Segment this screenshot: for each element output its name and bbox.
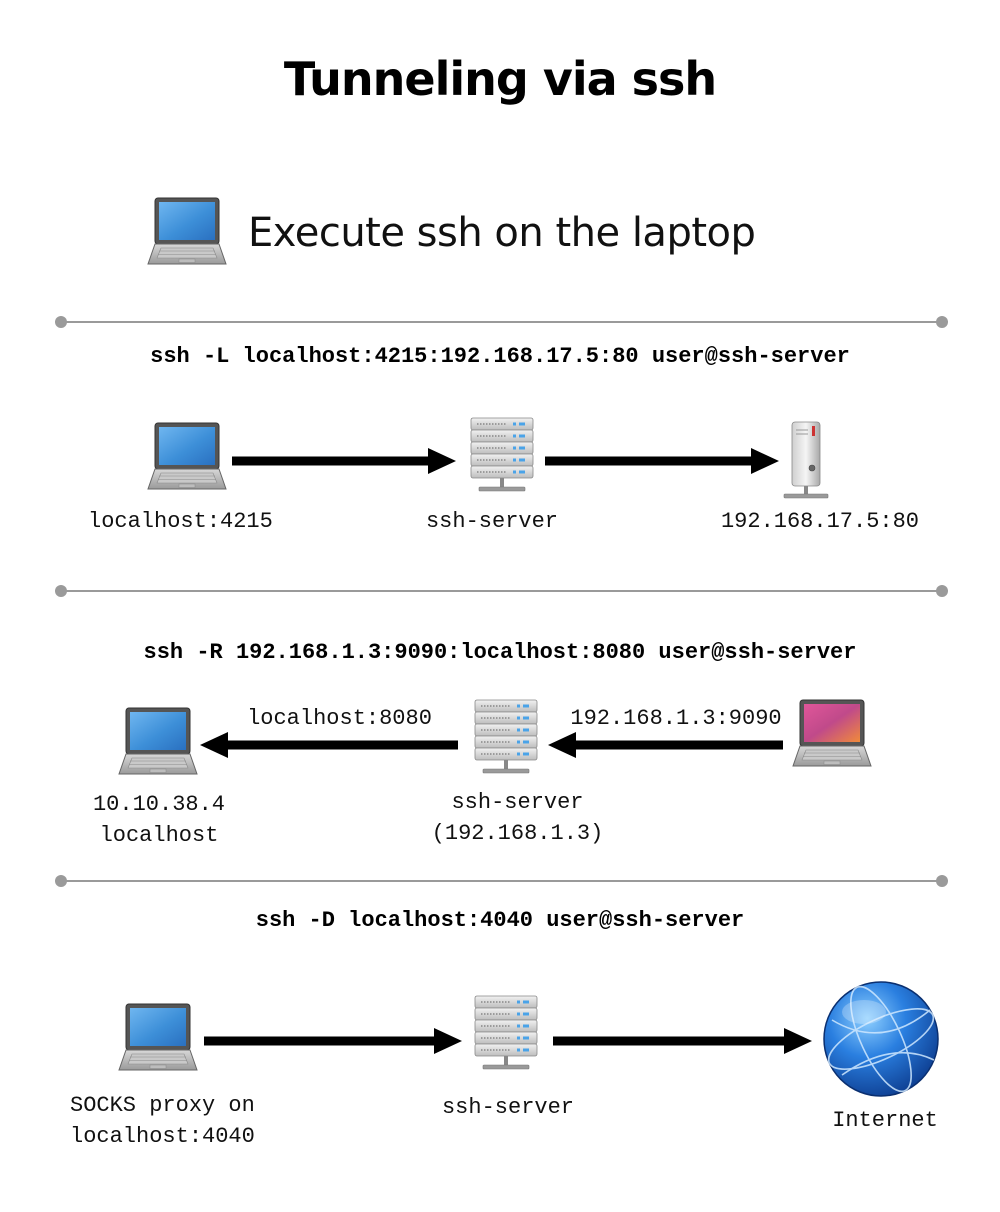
separator-3 <box>55 875 948 887</box>
laptop-icon <box>118 707 198 775</box>
server-ip-label: (192.168.1.3) <box>431 821 604 846</box>
server-icon <box>474 699 538 774</box>
arrow-server-to-internet <box>553 1028 812 1054</box>
page-title: Tunneling via ssh <box>283 52 717 106</box>
laptop-icon <box>147 197 227 265</box>
server-name-label: ssh-server <box>451 790 584 815</box>
server-label: ssh-server <box>441 1095 575 1120</box>
globe-icon <box>823 981 939 1097</box>
server-icon <box>470 417 534 492</box>
arrow-remote-to-server <box>548 732 783 758</box>
separator-2 <box>55 585 948 597</box>
local-ip-label: 10.10.38.4 <box>92 792 226 817</box>
arrow-proxy-to-server <box>204 1028 462 1054</box>
local-forward-command: ssh -L localhost:4215:192.168.17.5:80 us… <box>150 344 850 369</box>
arrow-server-to-local <box>200 732 458 758</box>
tower-server-icon <box>783 421 829 499</box>
arrow-left-label: localhost:8080 <box>247 706 432 731</box>
arrow-laptop-to-server <box>232 448 456 474</box>
separator-1 <box>55 316 948 328</box>
local-port-label: localhost:4215 <box>88 509 273 534</box>
local-laptop-label: 10.10.38.4 localhost <box>74 789 244 851</box>
target-label: 192.168.17.5:80 <box>720 509 920 534</box>
laptop-icon <box>147 422 227 490</box>
internet-label: Internet <box>832 1108 938 1133</box>
server-label: ssh-server (192.168.1.3) <box>410 787 625 849</box>
socks-proxy-label: SOCKS proxy on localhost:4040 <box>70 1090 275 1152</box>
server-label: ssh-server <box>425 509 559 534</box>
arrow-server-to-target <box>545 448 779 474</box>
intro-text: Execute ssh on the laptop <box>248 210 756 256</box>
server-icon <box>474 995 538 1070</box>
localhost-label: localhost <box>99 823 219 848</box>
remote-laptop-icon <box>792 699 872 767</box>
dynamic-forward-command: ssh -D localhost:4040 user@ssh-server <box>255 908 745 933</box>
laptop-icon <box>118 1003 198 1071</box>
remote-forward-command: ssh -R 192.168.1.3:9090:localhost:8080 u… <box>143 640 857 665</box>
arrow-right-label: 192.168.1.3:9090 <box>570 706 782 731</box>
socks-proxy-line1: SOCKS proxy on <box>70 1093 255 1118</box>
socks-proxy-line2: localhost:4040 <box>70 1124 255 1149</box>
